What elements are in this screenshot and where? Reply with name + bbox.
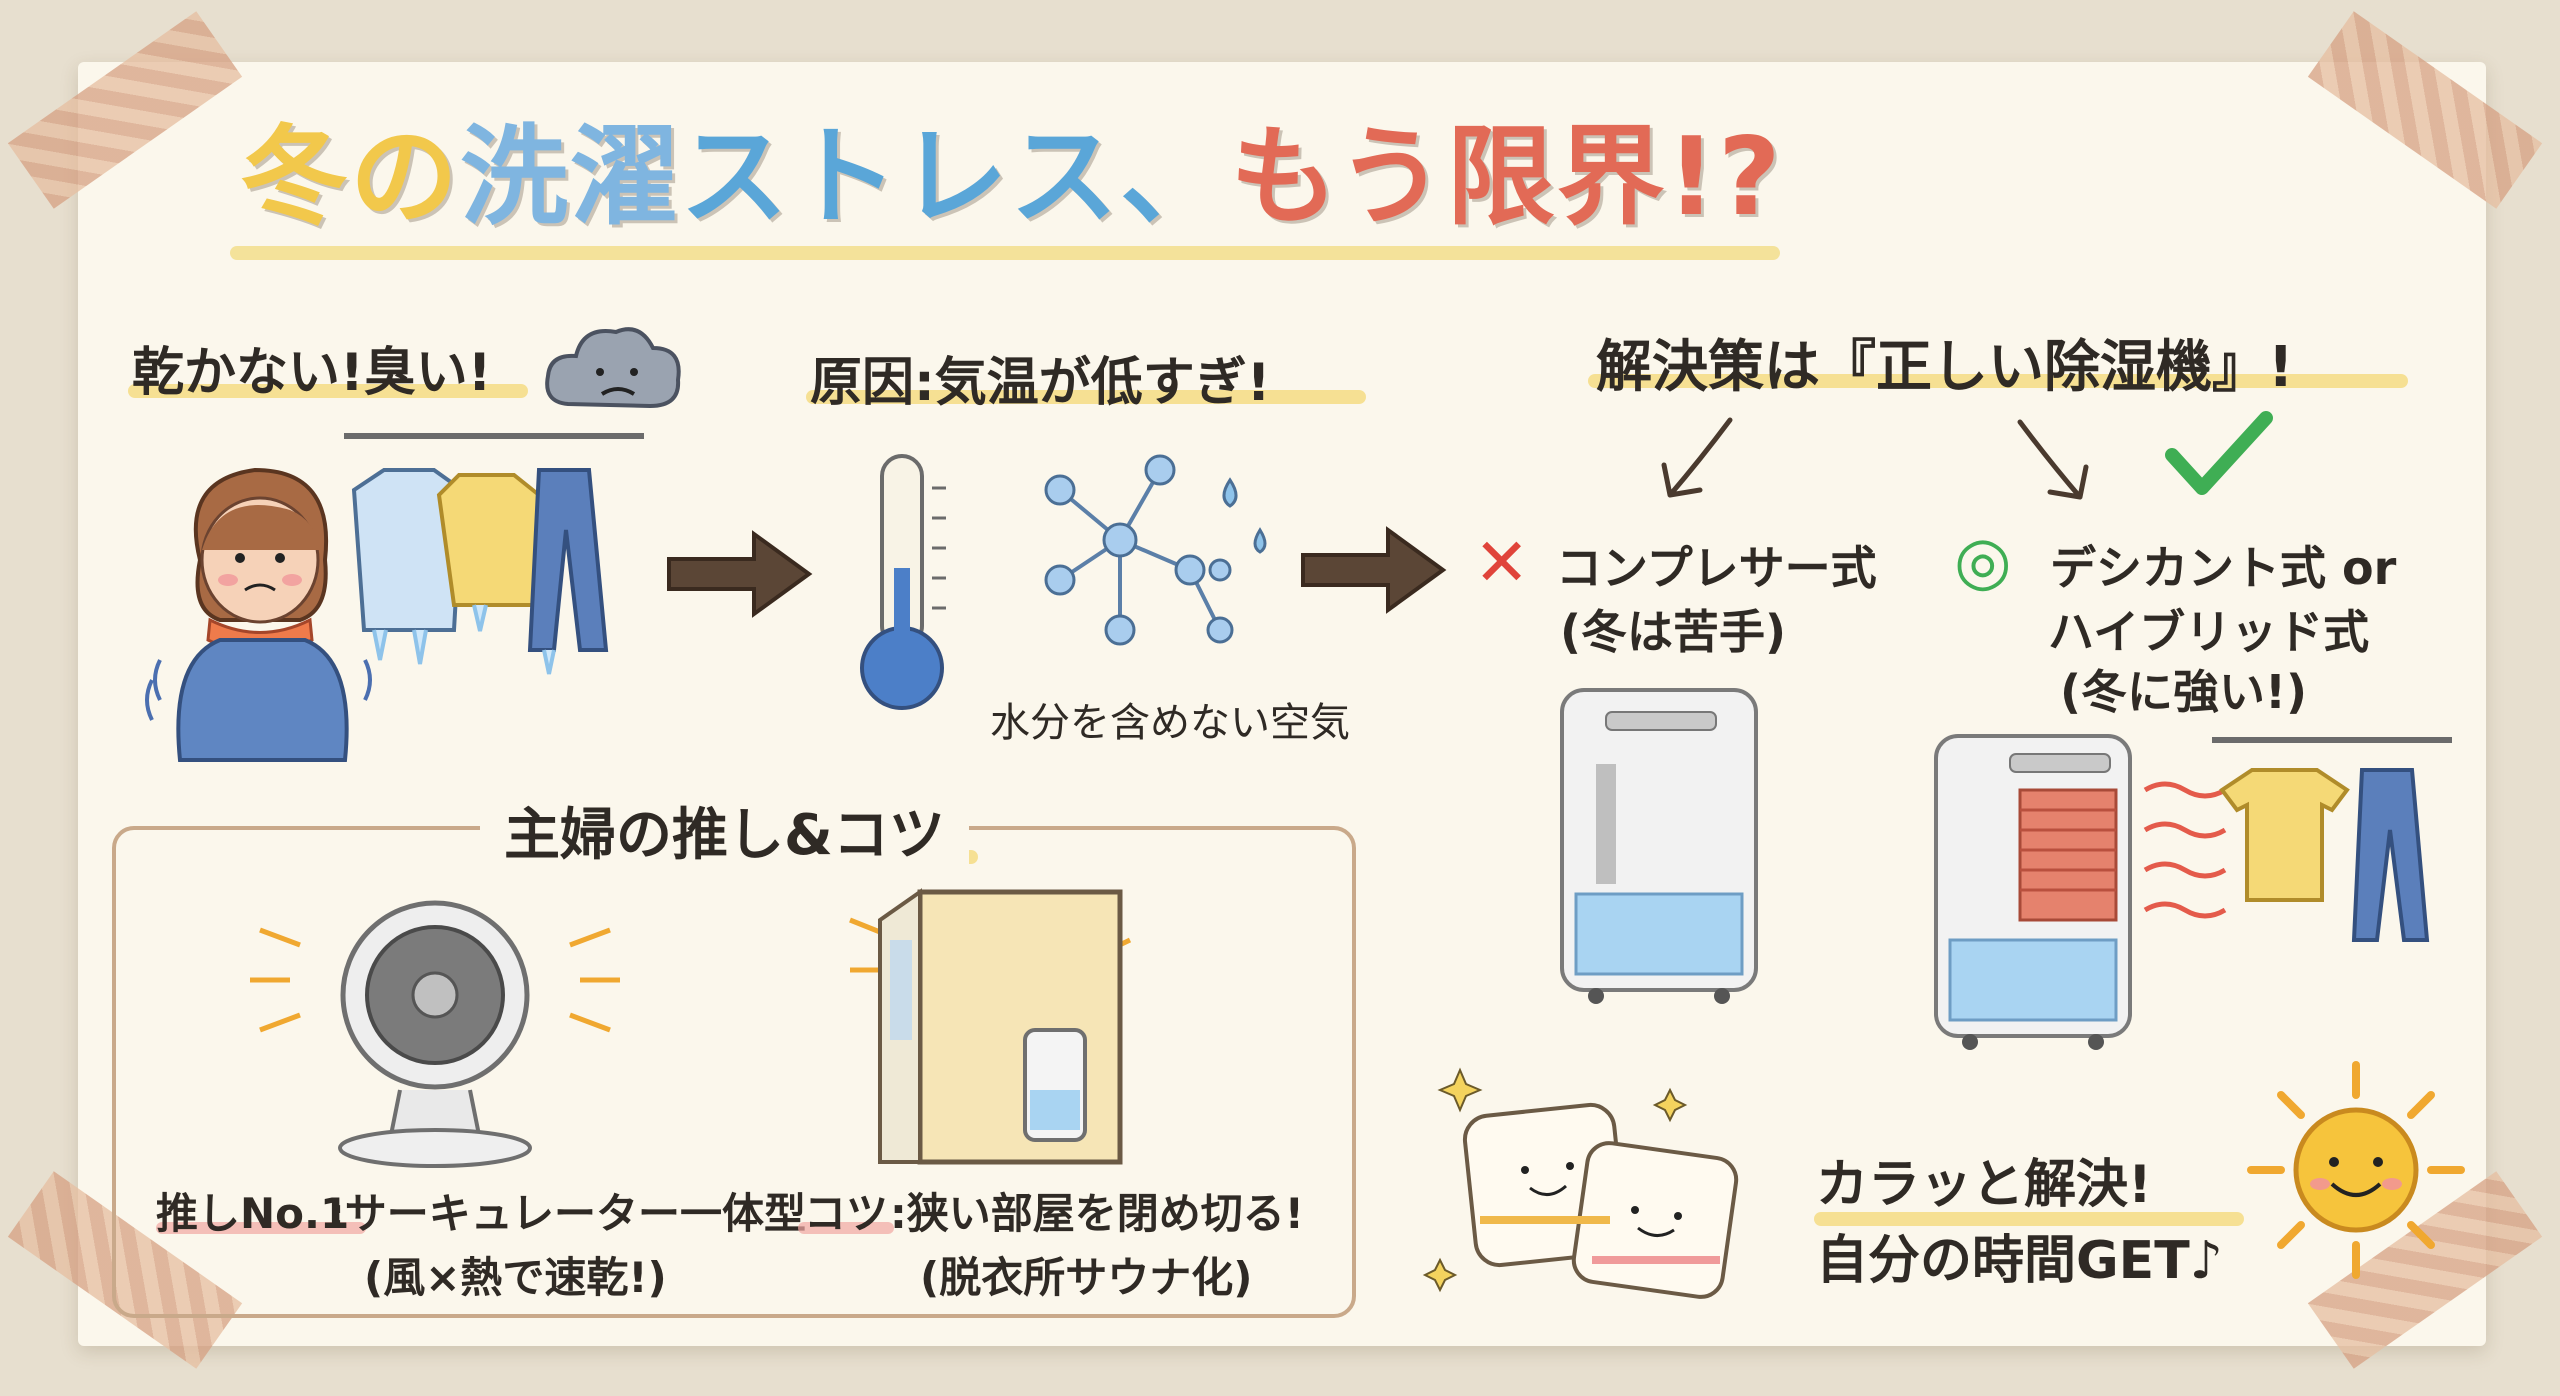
good-mark-icon: ◎ (1954, 522, 2012, 599)
warm-air-icon (2143, 781, 2227, 919)
arrow-right-icon-2 (1301, 526, 1447, 614)
bad-mark-icon: ✕ (1474, 524, 1530, 601)
compressor-dehumidifier-illustration (1560, 688, 1758, 1004)
good-method-note: (冬に強い!) (2060, 665, 2308, 719)
result-line1: カラッと解決! (1816, 1155, 2152, 1215)
bad-method-name: コンプレサー式 (1556, 541, 1877, 595)
sun-icon (2247, 1061, 2465, 1279)
arrow-down-left-icon (1661, 417, 1733, 498)
arrow-right-icon (667, 530, 813, 618)
solution-label: 解決策は『正しい除湿機』! (1596, 335, 2294, 400)
arrow-down-right-icon (2017, 419, 2089, 500)
title-part-3: ストレス、 (680, 115, 1231, 240)
check-mark-icon (2165, 411, 2273, 495)
title-part-4: もう限界!? (1230, 115, 1783, 240)
bad-method-note: (冬は苦手) (1560, 605, 1787, 659)
drying-laundry-illustration (2212, 737, 2452, 942)
good-method-name-2: ハイブリッド式 (2048, 605, 2370, 659)
thermometer-icon (860, 454, 946, 710)
cause-caption: 水分を含めない空気 (990, 700, 1350, 746)
tip1-head: 推しNo.1 (156, 1189, 350, 1238)
title-underline (230, 246, 1780, 260)
happy-towels-illustration (1422, 1067, 1739, 1299)
tip2-note: (脱衣所サウナ化) (920, 1253, 1253, 1302)
desiccant-dehumidifier-illustration (1934, 734, 2132, 1050)
title-part-1: 冬の (240, 115, 461, 240)
tips-title: 主婦の推し&コツ (480, 790, 969, 871)
tip1-text: :サーキュレーター一体型 (328, 1189, 806, 1238)
tip1-note: (風×熱で速乾!) (364, 1253, 667, 1302)
circulator-fan-illustration (250, 900, 620, 1168)
page-title: 冬の洗濯ストレス、もう限界!? (240, 90, 1783, 246)
tip2-text: :狭い部屋を閉め切る! (890, 1189, 1304, 1238)
good-method-name-1: デシカント式 or (2050, 541, 2397, 595)
tip2-head: コツ (804, 1189, 889, 1238)
door-room-illustration (849, 888, 1132, 1165)
molecule-icon (1044, 454, 1267, 646)
cloud-icon (545, 327, 681, 409)
title-part-2: 洗濯 (460, 115, 681, 240)
problem-label: 乾かない!臭い! (132, 343, 492, 403)
result-line2: 自分の時間GET♪ (1816, 1231, 2223, 1291)
worried-woman-illustration (145, 467, 372, 762)
cause-label: 原因:気温が低すぎ! (810, 353, 1271, 413)
frozen-laundry-illustration (344, 433, 644, 675)
